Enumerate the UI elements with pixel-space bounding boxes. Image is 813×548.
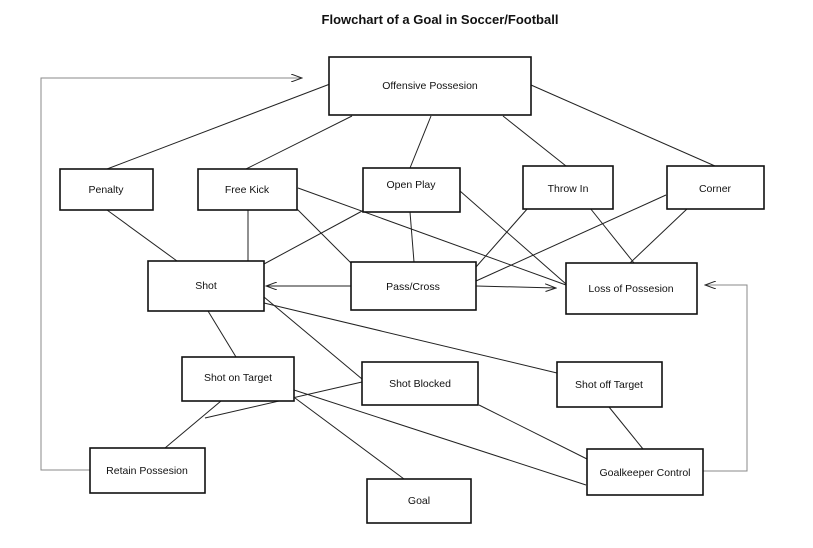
edge-shot-off-target-to-goalkeeper [608, 406, 644, 450]
node-label: Free Kick [225, 184, 270, 196]
node-open-play: Open Play [362, 167, 461, 213]
diagram-title: Flowchart of a Goal in Soccer/Football [321, 12, 559, 27]
edge-offensive-to-open-play [409, 115, 432, 169]
edge-shot-to-shot-off-target [263, 302, 558, 374]
node-label: Corner [699, 183, 732, 195]
arrow-pass-cross-to-loss [475, 286, 556, 288]
node-label: Shot off Target [575, 379, 643, 391]
node-throw-in: Throw In [522, 165, 614, 210]
feedback-retain-to-offensive [40, 78, 302, 471]
node-label: Shot on Target [204, 372, 272, 384]
edge-offensive-to-penalty [106, 83, 331, 170]
edge-offensive-to-throw-in [502, 115, 567, 167]
node-label: Offensive Possesion [382, 80, 478, 92]
arrow-connectors [40, 78, 748, 472]
node-label: Loss of Possesion [588, 283, 673, 295]
edge-open-play-to-loss [459, 190, 567, 285]
edge-shot-blocked-to-goalkeeper [478, 404, 588, 460]
edge-throw-in-to-pass-cross [475, 207, 529, 268]
node-label: Goalkeeper Control [599, 467, 690, 479]
edge-corner-to-pass-cross [475, 194, 667, 282]
edge-free-kick-to-pass-cross [296, 208, 352, 264]
edge-open-play-to-pass-cross [409, 211, 415, 263]
node-retain-possession: Retain Possesion [89, 447, 206, 494]
node-label: Shot Blocked [389, 378, 451, 390]
node-label: Pass/Cross [386, 281, 440, 293]
edge-shot-on-target-to-retain [164, 400, 222, 449]
node-shot-off-target: Shot off Target [556, 361, 663, 408]
node-loss-of-possession: Loss of Possesion [565, 262, 698, 315]
edge-open-play-to-shot [263, 209, 365, 265]
edge-shot-on-target-to-goalkeeper [293, 389, 587, 486]
edge-shot-on-target-to-goal [294, 397, 405, 480]
node-penalty: Penalty [59, 168, 154, 211]
edge-offensive-to-corner [530, 84, 716, 167]
edge-throw-in-to-loss [589, 207, 635, 264]
edge-corner-to-loss [629, 207, 689, 264]
edge-shot-to-shot-on-target [207, 310, 237, 358]
node-label: Retain Possesion [106, 465, 188, 477]
node-label: Penalty [88, 184, 124, 196]
edge-free-kick-to-loss [297, 187, 567, 286]
node-goal: Goal [366, 478, 472, 524]
node-free-kick: Free Kick [197, 168, 298, 211]
node-label: Open Play [386, 179, 436, 191]
edge-shot-to-shot-blocked [263, 296, 363, 380]
node-goalkeeper-control: Goalkeeper Control [586, 448, 704, 496]
node-label: Throw In [548, 183, 589, 195]
connector-lines [106, 83, 716, 486]
node-pass-cross: Pass/Cross [350, 261, 477, 311]
node-offensive-possession: Offensive Possesion [328, 56, 532, 116]
node-shot-blocked: Shot Blocked [361, 361, 479, 406]
node-label: Goal [408, 495, 430, 507]
feedback-goalkeeper-to-loss [703, 285, 748, 472]
edge-penalty-to-shot [106, 209, 178, 262]
node-shot-on-target: Shot on Target [181, 356, 295, 402]
node-label: Shot [195, 280, 217, 292]
edge-offensive-to-free-kick [245, 115, 353, 170]
node-corner: Corner [666, 165, 765, 210]
node-shot: Shot [147, 260, 265, 312]
